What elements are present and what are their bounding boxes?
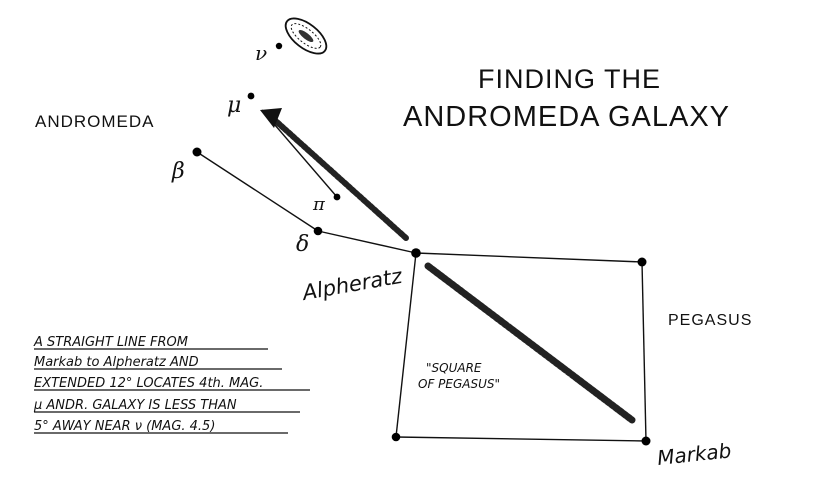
note-line-5: 5° AWAY NEAR ν (MAG. 4.5) [34, 419, 215, 434]
label-markab: Markab [656, 438, 732, 470]
star-delta [313, 226, 323, 236]
line-beta-delta [196, 151, 319, 232]
pegasus-label: PEGASUS [668, 312, 752, 329]
arrowhead-icon [260, 108, 282, 128]
pointer-line [260, 108, 636, 424]
constellation-lines [196, 109, 647, 442]
label-nu: ν [255, 41, 267, 65]
star-algenib [391, 432, 401, 442]
note-line-3: EXTENDED 12° LOCATES 4th. MAG. [34, 376, 263, 391]
line-algenib-alpheratz [395, 252, 417, 438]
line-alpheratz-scheat [415, 252, 643, 263]
line-markab-algenib [395, 436, 647, 442]
title-line-2: ANDROMEDA GALAXY [403, 101, 730, 133]
label-pi: π [312, 194, 326, 215]
note-line-2: Markab to Alpheratz AND [34, 355, 199, 370]
line-scheat-markab [641, 261, 647, 442]
line-delta-alpheratz [317, 230, 417, 254]
star-scheat [637, 257, 647, 267]
label-mu: μ [227, 93, 241, 118]
note-block: A STRAIGHT LINE FROM Markab to Alpheratz… [33, 335, 310, 434]
label-alpheratz: Alpheratz [299, 264, 405, 306]
title-line-1: FINDING THE [478, 64, 661, 94]
star-markab [641, 436, 651, 446]
note-line-1: A STRAIGHT LINE FROM [33, 335, 188, 350]
andromeda-label: ANDROMEDA [35, 112, 155, 131]
label-delta: δ [296, 232, 309, 257]
star-nu [275, 42, 283, 50]
star-mu [247, 92, 255, 100]
square-label-line-2: OF PEGASUS" [418, 377, 500, 391]
star-alpheratz [411, 248, 421, 258]
star-pi [333, 193, 341, 201]
star-beta [192, 147, 202, 157]
label-beta: β [171, 159, 185, 184]
square-label-line-1: "SQUARE [426, 361, 482, 375]
note-line-4: μ ANDR. GALAXY IS LESS THAN [33, 398, 237, 413]
andromeda-galaxy [284, 17, 328, 55]
